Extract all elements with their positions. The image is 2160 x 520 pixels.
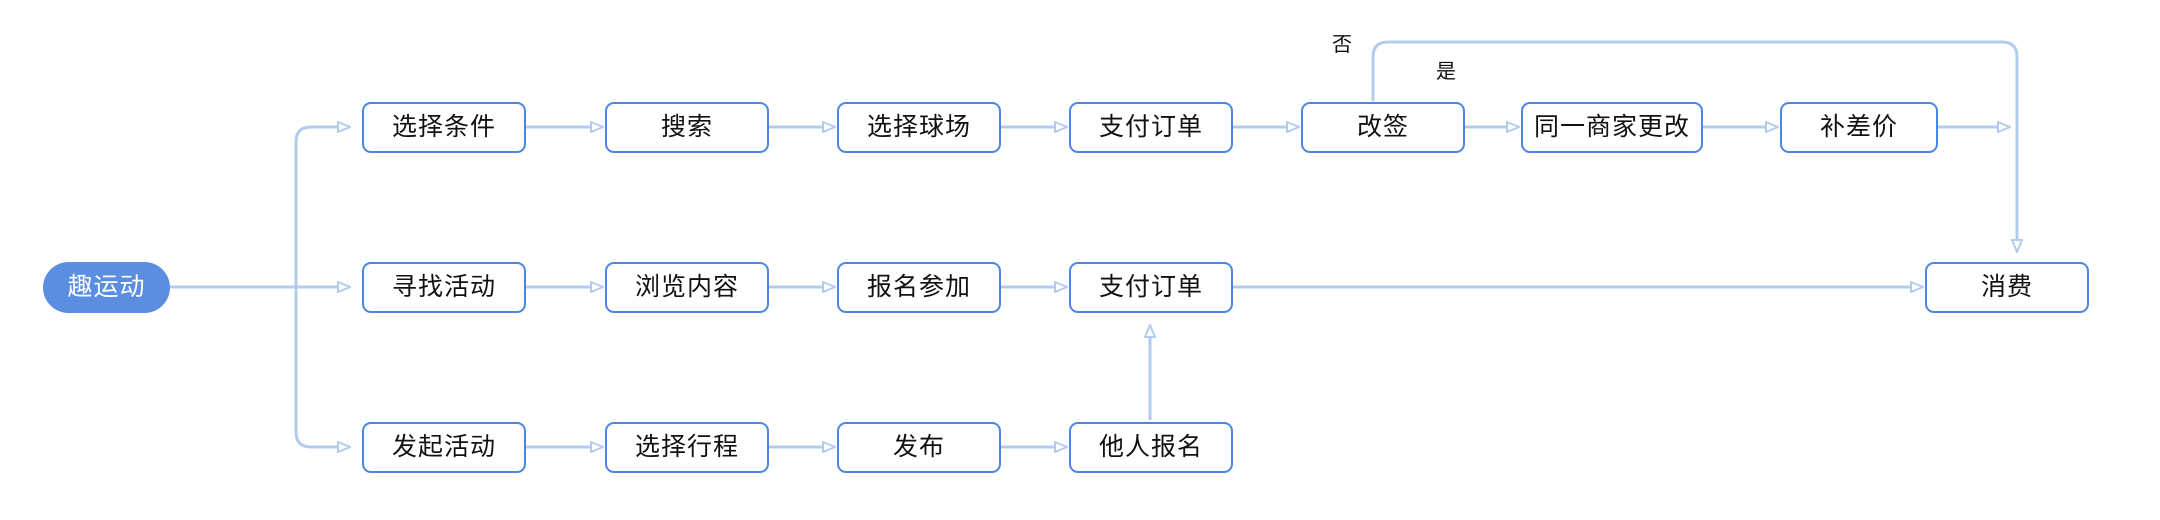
node-sign-up-join[interactable]: 报名参加 (837, 262, 1001, 313)
start-node-qu-yun-dong[interactable]: 趣运动 (43, 262, 170, 313)
node-others-sign-up[interactable]: 他人报名 (1069, 422, 1233, 473)
node-label: 发起活动 (391, 433, 496, 461)
node-label: 选择行程 (634, 433, 739, 461)
edge-branch-bottom (294, 431, 350, 447)
edge-label-yes: 是 (1436, 61, 1456, 83)
node-browse-content[interactable]: 浏览内容 (605, 262, 769, 313)
node-label: 搜索 (660, 113, 713, 141)
node-select-itinerary[interactable]: 选择行程 (605, 422, 769, 473)
node-search[interactable]: 搜索 (605, 102, 769, 153)
node-label: 寻找活动 (391, 273, 496, 301)
node-label: 消费 (1980, 273, 2033, 301)
node-start-activity[interactable]: 发起活动 (362, 422, 526, 473)
edge-no-loop (1371, 40, 2017, 252)
start-node-label: 趣运动 (67, 273, 146, 301)
node-consume[interactable]: 消费 (1925, 262, 2089, 313)
node-label: 选择球场 (866, 113, 971, 141)
node-label: 支付订单 (1098, 273, 1203, 301)
node-publish[interactable]: 发布 (837, 422, 1001, 473)
edge-label-no: 否 (1332, 34, 1352, 56)
node-find-activity[interactable]: 寻找活动 (362, 262, 526, 313)
node-same-merchant-change[interactable]: 同一商家更改 (1521, 102, 1703, 153)
node-label: 发布 (892, 433, 945, 461)
node-select-conditions[interactable]: 选择条件 (362, 102, 526, 153)
node-label: 支付订单 (1098, 113, 1203, 141)
edge-branch-top (294, 127, 350, 143)
node-pay-order-top[interactable]: 支付订单 (1069, 102, 1233, 153)
node-label: 同一商家更改 (1533, 113, 1690, 141)
node-pay-difference[interactable]: 补差价 (1780, 102, 1938, 153)
node-pay-order-middle[interactable]: 支付订单 (1069, 262, 1233, 313)
node-label: 报名参加 (866, 273, 971, 301)
node-label: 补差价 (1819, 113, 1898, 141)
node-change-booking[interactable]: 改签 (1301, 102, 1465, 153)
node-select-court[interactable]: 选择球场 (837, 102, 1001, 153)
node-label: 改签 (1356, 113, 1409, 141)
node-label: 选择条件 (391, 113, 496, 141)
node-label: 他人报名 (1098, 433, 1203, 461)
node-label: 浏览内容 (634, 273, 739, 301)
